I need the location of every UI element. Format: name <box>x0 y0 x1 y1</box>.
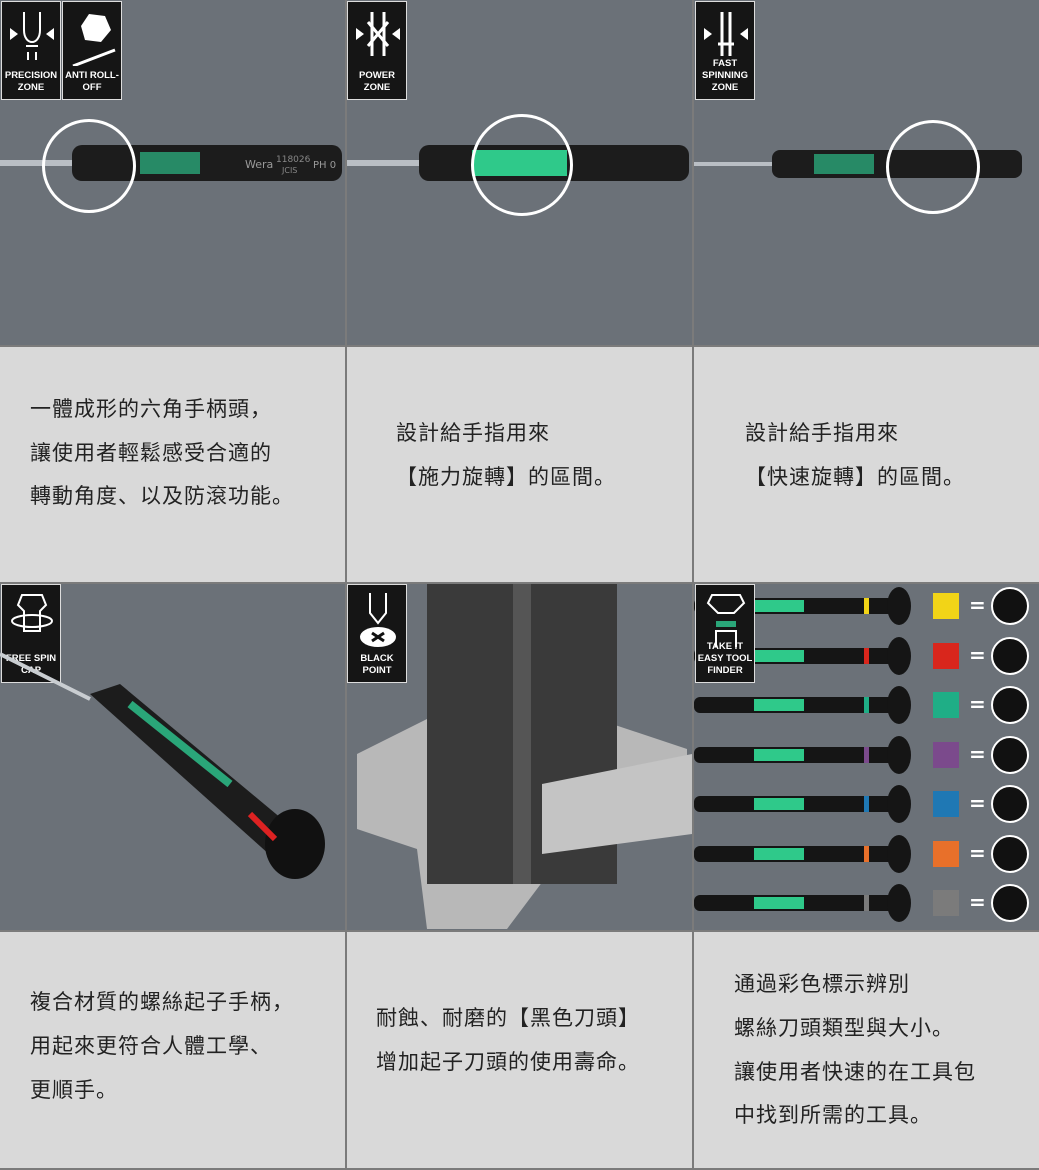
text-panel-4: 複合材質的螺絲起子手柄， 用起來更符合人體工學、 更順手。 <box>0 932 345 1168</box>
desc-line: 螺絲刀頭類型與大小。 <box>734 1016 954 1040</box>
desc-line: 轉動角度、以及防滾功能。 <box>30 484 294 508</box>
highlight-circle <box>42 119 136 213</box>
equals-sign: = <box>969 890 986 914</box>
black-point-panel: BLACK POINT <box>347 584 692 930</box>
hex-socket-tip-icon <box>991 884 1029 922</box>
tip-size-label: PH 0 <box>313 160 336 171</box>
desc-line: 設計給手指用來 <box>745 421 899 445</box>
desc-line: 設計給手指用來 <box>396 421 550 445</box>
highlight-circle <box>886 120 980 214</box>
highlight-circle <box>471 114 573 216</box>
desc-line: 讓使用者輕鬆感受合適的 <box>30 441 272 465</box>
desc-line: 讓使用者快速的在工具包 <box>734 1060 976 1084</box>
free-spin-cap-panel: FREE SPIN CAP <box>0 584 345 930</box>
torx-plus-tip-icon <box>991 735 1029 774</box>
tool-finder-icon <box>706 594 746 647</box>
screw-tip-illustration <box>357 584 692 929</box>
color-swatch-slotted <box>933 593 959 619</box>
black-point-icon <box>360 593 396 647</box>
tool-finder-panel: TAKE IT EASY TOOL FINDER = = = = = = = <box>694 584 1039 930</box>
equals-sign: = <box>969 840 986 865</box>
fast-spinning-panel: FAST SPINNING ZONE <box>694 0 1039 345</box>
equals-sign: = <box>969 593 986 617</box>
color-swatch-hex-socket <box>933 890 959 916</box>
text-panel-2: 設計給手指用來 【施力旋轉】的區間。 <box>347 347 692 582</box>
torx-tip-icon <box>991 686 1029 724</box>
tri-wing-tip-icon <box>991 834 1029 873</box>
precision-zone-icon <box>10 12 54 60</box>
color-swatch-tri-wing <box>933 840 959 867</box>
desc-line: 通過彩色標示辨別 <box>734 972 910 996</box>
desc-line: 複合材質的螺絲起子手柄， <box>30 990 294 1014</box>
model-sub-label: JCIS <box>281 166 297 175</box>
color-swatch-phillips <box>933 642 959 669</box>
fast-spinning-badge: FAST SPINNING ZONE <box>695 1 755 100</box>
text-panel-5: 耐蝕、耐磨的【黑色刀頭】 增加起子刀頭的使用壽命。 <box>347 932 692 1168</box>
screwdriver-row <box>694 785 911 823</box>
color-swatch-torx <box>933 692 959 718</box>
screwdriver-row <box>694 834 911 873</box>
screwdriver-row <box>694 686 911 724</box>
fast-spinning-icon <box>704 12 748 56</box>
desc-line: 更順手。 <box>30 1078 118 1102</box>
anti-roll-off-badge: ANTI ROLL-OFF <box>62 1 122 100</box>
desc-line: 【快速旋轉】的區間。 <box>745 465 965 489</box>
color-swatch-torx-plus <box>933 741 959 768</box>
screwdriver-illustration <box>0 652 325 879</box>
power-zone-badge: POWER ZONE <box>347 1 407 100</box>
phillips-tip-icon <box>991 636 1029 675</box>
desc-line: 中找到所需的工具。 <box>734 1103 932 1127</box>
desc-line: 增加起子刀頭的使用壽命。 <box>376 1050 640 1074</box>
text-panel-3: 設計給手指用來 【快速旋轉】的區間。 <box>694 347 1039 582</box>
text-panel-6: 通過彩色標示辨別 螺絲刀頭類型與大小。 讓使用者快速的在工具包 中找到所需的工具… <box>694 932 1039 1168</box>
hex-tip-icon <box>991 785 1029 823</box>
power-zone-icon <box>356 12 400 56</box>
equals-sign: = <box>969 692 986 716</box>
brand-label: Wera <box>245 158 273 171</box>
power-zone-panel: POWER ZONE <box>347 0 692 345</box>
slotted-tip-icon <box>991 587 1029 625</box>
equals-sign: = <box>969 642 986 667</box>
tool-finder-badge: TAKE IT EASY TOOL FINDER <box>695 584 755 683</box>
text-panel-1: 一體成形的六角手柄頭， 讓使用者輕鬆感受合適的 轉動角度、以及防滾功能。 <box>0 347 345 582</box>
color-swatch-hex <box>933 791 959 817</box>
rotating-cap-icon <box>11 594 53 632</box>
black-point-badge: BLACK POINT <box>347 584 407 683</box>
screwdriver-row <box>694 735 911 774</box>
desc-line: 用起來更符合人體工學、 <box>30 1034 272 1058</box>
desc-line: 【施力旋轉】的區間。 <box>396 465 616 489</box>
equals-sign: = <box>969 741 986 766</box>
precision-zone-badge: PRECISION ZONE <box>1 1 61 100</box>
desc-line: 一體成形的六角手柄頭， <box>30 397 272 421</box>
screwdriver-illustration <box>694 150 1022 178</box>
screwdriver-row <box>694 884 911 922</box>
model-code: 118026 <box>276 155 311 165</box>
desc-line: 耐蝕、耐磨的【黑色刀頭】 <box>376 1006 640 1030</box>
hexagon-icon <box>72 14 116 66</box>
equals-sign: = <box>969 791 986 815</box>
